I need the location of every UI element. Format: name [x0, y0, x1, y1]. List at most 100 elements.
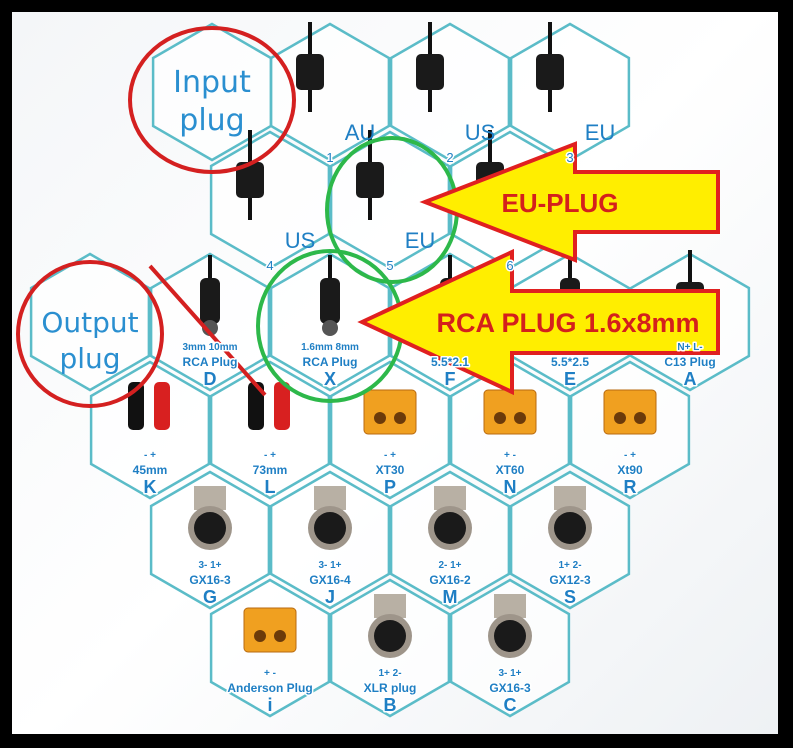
- plug-letter: J: [325, 587, 335, 607]
- plug-name: 5.5*2.1: [431, 355, 469, 369]
- pin-label: 1+ 2-: [378, 668, 401, 679]
- power-plug-icon: [296, 22, 324, 112]
- plug-body: [296, 54, 324, 90]
- yellow-connector-icon: [363, 389, 417, 435]
- plug-name: 5.5*2.5: [551, 355, 589, 369]
- power-plug-icon: [536, 22, 564, 112]
- pin: [274, 630, 286, 642]
- pin-label: - +: [144, 450, 156, 461]
- clip-icon: [248, 382, 290, 430]
- pin-label: - +: [264, 450, 276, 461]
- plug-name: 45mm: [133, 463, 168, 477]
- red-circle-input: [128, 26, 296, 174]
- yellow-connector-icon: [483, 389, 537, 435]
- connector-face: [434, 512, 466, 544]
- input-plug-number: 6: [506, 258, 513, 273]
- plug-name: GX16-3: [189, 573, 231, 587]
- pin-label: - +: [384, 450, 396, 461]
- hexagon-layer: [29, 22, 751, 718]
- pin-label: 2- 1+: [438, 560, 461, 571]
- callout-arrow: [419, 141, 720, 263]
- plug-name: GX16-4: [309, 573, 351, 587]
- input-title-line2: plug: [179, 103, 244, 138]
- pin: [374, 412, 386, 424]
- plug-name: Xt90: [617, 463, 643, 477]
- pin: [494, 412, 506, 424]
- pin-label: N+ L-: [677, 342, 702, 353]
- plug-letter: G: [203, 587, 217, 607]
- input-plug-number: 1: [326, 150, 333, 165]
- connector-body: [483, 389, 537, 435]
- pin-label: 1.6mm 8mm: [301, 342, 359, 353]
- plug-name: Anderson Plug: [227, 681, 312, 695]
- plug-letter: R: [624, 477, 637, 497]
- pin-label: 1+ 2-: [558, 560, 581, 571]
- plug-letter: F: [445, 369, 456, 389]
- connector-face: [194, 512, 226, 544]
- red-strike-line: [148, 264, 267, 397]
- connector-face: [314, 512, 346, 544]
- connector-face: [554, 512, 586, 544]
- aviation-connector-icon: [428, 486, 472, 550]
- callout-text-layer: EU-PLUG RCA PLUG 1.6x8mm: [436, 188, 699, 338]
- red-clip: [274, 382, 290, 430]
- pin: [254, 630, 266, 642]
- pin-label: - +: [624, 450, 636, 461]
- plug-name: GX16-3: [489, 681, 531, 695]
- barrel-icon: [200, 255, 220, 336]
- plug-body: [536, 54, 564, 90]
- barrel-tip: [202, 320, 218, 336]
- output-title-line2: plug: [59, 342, 120, 375]
- callout-text: EU-PLUG: [502, 188, 619, 218]
- plug-letter: E: [564, 369, 576, 389]
- barrel-body: [200, 278, 220, 324]
- pin-label: + -: [504, 450, 516, 461]
- input-plug-name: US: [465, 120, 496, 145]
- plug-letter: P: [384, 477, 396, 497]
- input-plug-name: US: [285, 228, 316, 253]
- plug-name: GX12-3: [549, 573, 591, 587]
- pin: [634, 412, 646, 424]
- pin: [514, 412, 526, 424]
- aviation-connector-icon: [188, 486, 232, 550]
- input-plug-name: EU: [405, 228, 436, 253]
- barrel-icon: [320, 255, 340, 336]
- plug-letter: N: [504, 477, 517, 497]
- input-plug-number: 3: [566, 150, 573, 165]
- input-title-line1: Input: [173, 65, 251, 100]
- callout-text: RCA PLUG 1.6x8mm: [436, 308, 699, 338]
- output-plug-hex-K: [89, 360, 211, 500]
- barrel-tip: [322, 320, 338, 336]
- annotation-layer: [16, 26, 720, 408]
- plug-letter: L: [265, 477, 276, 497]
- pin: [394, 412, 406, 424]
- aviation-connector-icon: [308, 486, 352, 550]
- input-plug-name: AU: [345, 120, 376, 145]
- plug-name: C13 Plug: [664, 355, 715, 369]
- output-plug-title-hex: [29, 252, 151, 392]
- barrel-body: [320, 278, 340, 324]
- plug-letter: i: [267, 695, 272, 715]
- plug-name: RCA Plug: [303, 355, 358, 369]
- power-plug-icon: [416, 22, 444, 112]
- plug-body: [356, 162, 384, 198]
- plug-name: 73mm: [253, 463, 288, 477]
- connector-face: [494, 620, 526, 652]
- yellow-connector-icon: [243, 607, 297, 653]
- plug-letter: M: [443, 587, 458, 607]
- connector-body: [243, 607, 297, 653]
- plug-name: GX16-2: [429, 573, 471, 587]
- plug-name: XT30: [376, 463, 405, 477]
- yellow-connector-icon: [603, 389, 657, 435]
- plug-letter: X: [324, 369, 336, 389]
- pin-label: 3- 1+: [498, 668, 521, 679]
- pin-label: 3mm 10mm: [182, 342, 237, 353]
- plug-name: RCA Plug: [183, 355, 238, 369]
- power-plug-icon: [356, 130, 384, 220]
- black-clip: [248, 382, 264, 430]
- aviation-connector-icon: [488, 594, 532, 658]
- plug-body: [236, 162, 264, 198]
- aviation-connector-icon: [548, 486, 592, 550]
- output-title-line1: Output: [41, 306, 138, 339]
- plug-letter: A: [684, 369, 697, 389]
